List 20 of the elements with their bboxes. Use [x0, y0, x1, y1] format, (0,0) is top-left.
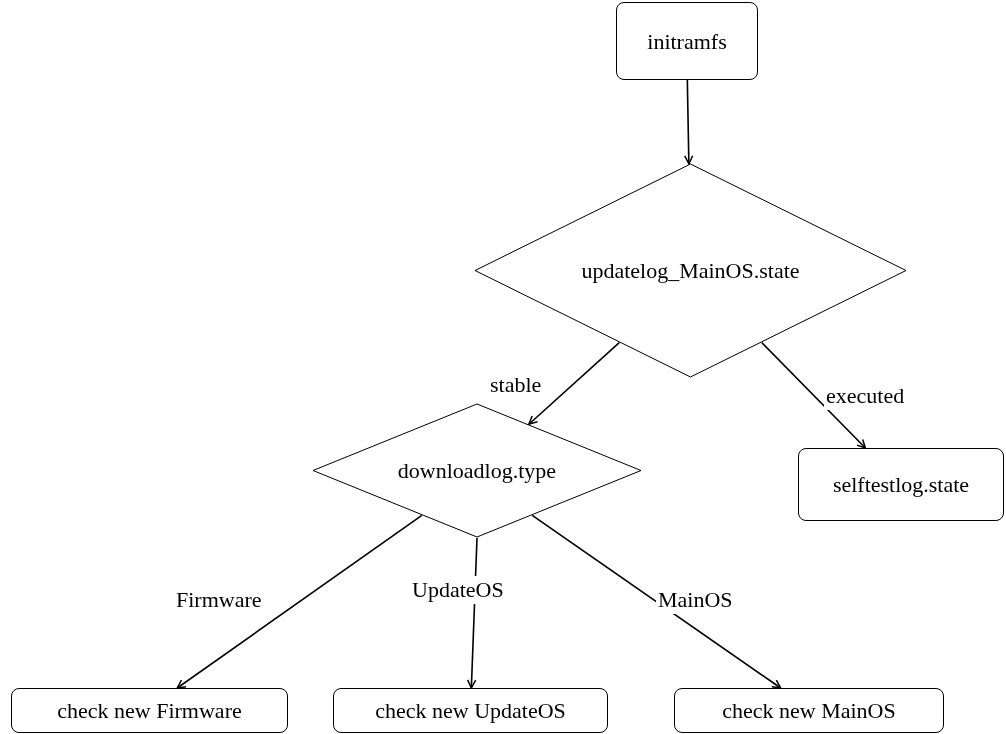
arrow: [528, 341, 621, 426]
node-label: updatelog_MainOS.state: [581, 257, 800, 285]
node-label: selftestlog.state: [832, 471, 970, 499]
arrow: [531, 514, 782, 689]
process-box: [11, 688, 288, 733]
node-label: check new MainOS: [722, 697, 896, 725]
decision-diamond: [312, 403, 642, 538]
process-box: [798, 448, 1004, 521]
process-box: [616, 2, 758, 80]
node-label: initramfs: [647, 27, 727, 56]
edge-label: UpdateOS: [410, 576, 506, 604]
process-box: [674, 688, 944, 733]
process-box: [333, 688, 608, 733]
arrow: [684, 79, 694, 165]
decision-diamond: [474, 163, 907, 378]
arrow: [761, 341, 867, 449]
node-label: check new Firmware: [57, 697, 242, 725]
node-label: check new UpdateOS: [375, 697, 566, 725]
arrow: [176, 514, 423, 689]
node-label: downloadlog.type: [397, 457, 557, 485]
